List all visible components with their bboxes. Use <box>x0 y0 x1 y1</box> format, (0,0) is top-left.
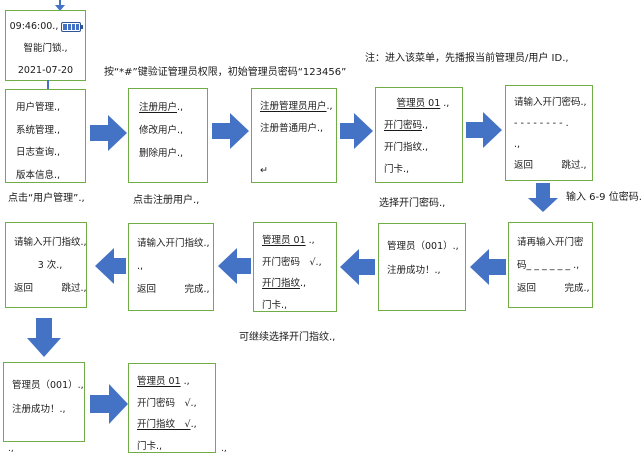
paragraph-mark: ., <box>440 98 450 109</box>
arrow-down-2 <box>27 318 61 357</box>
box-line: 09:46:00., <box>6 16 85 38</box>
text-register-success: 注册成功！., <box>387 265 441 276</box>
menu-item-door-card: 门卡., <box>137 440 163 452</box>
arrow-left-2 <box>340 249 375 285</box>
box-register-success-1: 管理员（001）., 注册成功！., <box>378 223 466 311</box>
underlined-text: 开门指纹 √ <box>137 419 191 430</box>
arrow-down-1 <box>528 183 558 212</box>
underlined-text: 管理员 01 <box>396 98 441 109</box>
menu-item-door-fingerprint-checked: 开门指纹 √., <box>137 414 215 436</box>
caption-select-password: 选择开门密码., <box>379 198 446 209</box>
menu-item-door-password: 开门密码., <box>384 115 462 137</box>
menu-item-register-admin: 注册管理员用户., <box>260 96 336 118</box>
stray-paragraph-mark: ., <box>221 444 227 454</box>
menu-item-register-normal: 注册普通用户., <box>260 123 324 134</box>
entry-arrow-down-icon <box>55 5 65 11</box>
menu-item-log-query: 日志查询., <box>16 147 61 158</box>
box-title-admin01: 管理员 01 ., <box>262 230 336 252</box>
text-register-success: 注册成功！., <box>12 404 66 415</box>
arrow-left-3 <box>218 248 251 284</box>
underlined-text: 注册用户 <box>139 102 178 113</box>
return-mark: ↵ <box>260 165 268 176</box>
paragraph-mark: ., <box>190 419 197 430</box>
text-3-times: 3 次., <box>37 260 63 271</box>
arrow-right-2 <box>212 113 249 149</box>
prompt-reenter-password: 请再输入开门密 <box>517 237 584 248</box>
softkeys-return-done: 返回 完成., <box>517 283 590 294</box>
arrow-right-4 <box>466 112 502 148</box>
box-admin01-fingerprint-select: 管理员 01 ., 开门密码 √., 开门指纹., 门卡., <box>253 222 337 312</box>
menu-item-door-card: 门卡., <box>384 164 410 175</box>
underlined-text: 管理员 01 <box>137 376 181 387</box>
box-title-admin01: 管理员 01 ., <box>384 93 462 115</box>
box-line: 智能门锁., <box>23 43 68 54</box>
password-underscores: 码_ _ _ _ _ _ ., <box>517 260 580 271</box>
box-title-admin01: 管理员 01 ., <box>137 371 215 393</box>
prompt-enter-fingerprint: 请输入开门指纹., <box>14 237 87 248</box>
menu-item-version-info: 版本信息., <box>16 169 61 181</box>
caption-password-hint: 输入 6-9 位密码. <box>566 192 642 203</box>
arrow-left-1 <box>470 249 506 285</box>
caption-continue-fingerprint: 可继续选择开门指纹., <box>239 332 336 343</box>
caption-click-register: 点击注册用户., <box>133 195 200 206</box>
note-menu-announce: 注：进入该菜单，先播报当前管理员/用户 ID., <box>365 53 569 64</box>
caption-click-user-mgmt: 点击“用户管理”., <box>8 193 85 204</box>
box-enter-fingerprint-done: 请输入开门指纹., ., 返回 完成., <box>128 223 214 311</box>
paragraph-mark: ., <box>514 139 521 150</box>
box-enter-fingerprint-3-times: 请输入开门指纹., 3 次., 返回 跳过., <box>5 222 87 308</box>
paragraph-mark: ., <box>177 102 184 113</box>
paragraph-mark: ., <box>326 101 333 112</box>
underlined-text: 开门指纹 <box>262 278 301 289</box>
menu-item-door-password-checked: 开门密码 √., <box>137 397 197 409</box>
paragraph-mark: ., <box>137 261 144 272</box>
box-reenter-password: 请再输入开门密 码_ _ _ _ _ _ ., 返回 完成., <box>508 222 593 308</box>
menu-item-delete-user: 删除用户., <box>139 148 184 159</box>
text-admin-001: 管理员（001）., <box>387 241 459 252</box>
softkeys-return-done: 返回 完成., <box>137 284 210 295</box>
text-admin-001: 管理员（001）., <box>12 380 84 391</box>
arrow-right-5 <box>90 384 128 424</box>
prompt-enter-password: 请输入开门密码., <box>514 97 587 108</box>
connector-line <box>47 80 49 90</box>
arrow-left-4 <box>95 248 126 284</box>
entry-connector-line <box>59 0 61 6</box>
underlined-text: 注册管理员用户 <box>260 101 327 112</box>
battery-icon <box>61 22 84 32</box>
paragraph-mark: ., <box>300 278 307 289</box>
menu-item-door-fingerprint: 开门指纹., <box>384 142 429 153</box>
prompt-enter-fingerprint: 请输入开门指纹., <box>137 238 210 249</box>
softkeys-return-skip: 返回 跳过., <box>14 283 87 294</box>
menu-item-door-fingerprint: 开门指纹., <box>262 273 336 295</box>
arrow-right-1 <box>90 115 127 151</box>
box-register-success-2: 管理员（001）., 注册成功！., <box>3 362 85 442</box>
password-dashes: - - - - - - - - . <box>514 118 569 129</box>
underlined-text: 管理员 01 <box>262 235 306 246</box>
menu-item-door-card: 门卡., <box>262 299 288 311</box>
paragraph-mark: ., <box>180 376 190 387</box>
stray-paragraph-mark: ., <box>8 444 14 454</box>
box-user-menu: 注册用户., 修改用户., 删除用户., <box>128 88 208 183</box>
box-admin01-select: 管理员 01 ., 开门密码., 开门指纹., 门卡., <box>375 87 463 183</box>
underlined-text: 开门密码 <box>384 120 423 131</box>
note-admin-password: 按“*#”键验证管理员权限，初始管理员密码“123456” <box>104 67 347 78</box>
menu-item-system-mgmt: 系统管理., <box>16 124 61 136</box>
box-clock-screen: 09:46:00., 智能门锁., 2021-07-20 <box>5 10 86 81</box>
arrow-right-3 <box>340 113 373 149</box>
clock-time: 09:46:00., <box>9 21 59 32</box>
paragraph-mark: ., <box>305 235 315 246</box>
box-enter-password: 请输入开门密码., - - - - - - - - . ., 返回 跳过., <box>505 85 593 181</box>
paragraph-mark: ., <box>422 120 429 131</box>
menu-item-modify-user: 修改用户., <box>139 125 184 136</box>
menu-item-register-user: 注册用户., <box>139 96 207 119</box>
box-main-menu: 用户管理., 系统管理., 日志查询., 版本信息., <box>5 89 86 183</box>
box-admin01-final: 管理员 01 ., 开门密码 √., 开门指纹 √., 门卡., <box>128 363 216 453</box>
menu-item-door-password-checked: 开门密码 √., <box>262 256 322 268</box>
box-register-menu: 注册管理员用户., 注册普通用户., ↵ <box>251 88 337 183</box>
menu-item-user-mgmt: 用户管理., <box>16 102 61 113</box>
box-line: 2021-07-20 <box>17 65 74 76</box>
softkeys-return-skip: 返回 跳过., <box>514 160 587 171</box>
